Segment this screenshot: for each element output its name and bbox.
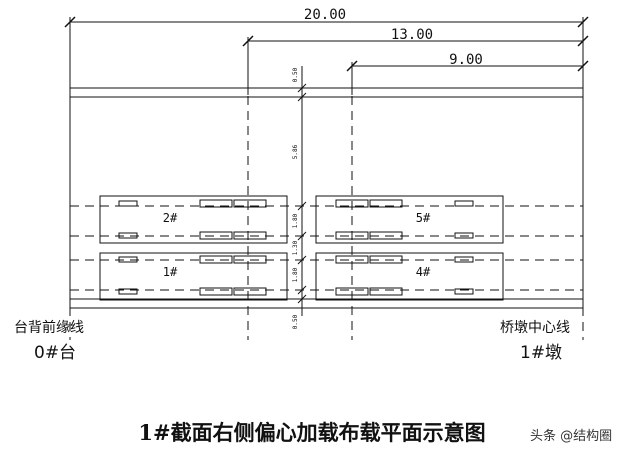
truck-1 xyxy=(99,252,288,301)
truck-5 xyxy=(315,195,504,244)
vertical-dim-labels: 0.50 5.86 1.80 1.30 1.80 0.50 xyxy=(292,67,299,329)
vdim-2: 1.80 xyxy=(292,213,299,228)
watermark: 头条 @结构圈 xyxy=(530,428,612,444)
diagram-title: 1#截面右侧偏心加载布载平面示意图 xyxy=(138,420,485,445)
dim-middle: 13.00 xyxy=(391,27,433,43)
vdim-5: 0.50 xyxy=(292,314,299,329)
truck-label-2: 2# xyxy=(163,211,178,225)
vdim-0: 0.50 xyxy=(292,67,299,82)
truck-2 xyxy=(99,195,288,244)
dimension-lines xyxy=(64,16,589,95)
right-line-label: 桥墩中心线 xyxy=(500,320,570,336)
vdim-1: 5.86 xyxy=(292,144,299,159)
truck-4 xyxy=(315,252,504,301)
vdim-4: 1.80 xyxy=(292,267,299,282)
truck-label-5: 5# xyxy=(416,211,431,225)
vdim-3: 1.30 xyxy=(292,240,299,255)
left-line-label: 台背前缘线 xyxy=(14,319,84,336)
dashed-reference-lines xyxy=(69,66,584,340)
dim-inner: 9.00 xyxy=(449,52,483,68)
truck-label-1: 1# xyxy=(163,265,178,279)
dim-overall: 20.00 xyxy=(304,7,346,23)
left-support-label: 0#台 xyxy=(34,343,76,363)
vertical-dimension-chain xyxy=(297,66,307,316)
truck-label-4: 4# xyxy=(416,265,431,279)
right-support-label: 1#墩 xyxy=(520,343,562,363)
deck-outline xyxy=(69,87,584,309)
